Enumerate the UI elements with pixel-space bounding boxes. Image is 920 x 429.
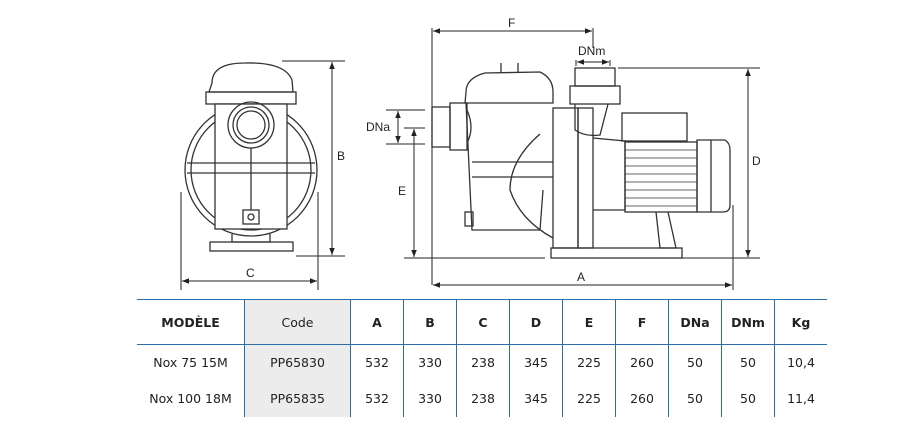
label-E: E bbox=[398, 184, 406, 198]
cell-D: 345 bbox=[509, 344, 563, 381]
dimensions-table: MODÈLE Code A B C D E F DNa DNm Kg Nox 7… bbox=[137, 299, 827, 417]
cell-DNa: 50 bbox=[668, 380, 722, 417]
dimension-E bbox=[404, 127, 545, 259]
header-kg: Kg bbox=[774, 299, 827, 345]
cell-model: Nox 100 18M bbox=[149, 391, 232, 406]
cell-E: 225 bbox=[562, 380, 616, 417]
header-E: E bbox=[562, 299, 616, 345]
dimension-F bbox=[431, 28, 594, 285]
cell-C: 238 bbox=[456, 380, 510, 417]
side-view bbox=[431, 63, 731, 259]
label-DNm: DNm bbox=[578, 44, 605, 58]
cell-D: 345 bbox=[509, 380, 563, 417]
header-code: Code bbox=[244, 299, 351, 345]
header-A: A bbox=[350, 299, 404, 345]
cell-DNm: 50 bbox=[721, 344, 775, 381]
cell-F: 260 bbox=[615, 380, 669, 417]
header-DNm: DNm bbox=[721, 299, 775, 345]
cell-A: 532 bbox=[350, 344, 404, 381]
label-D: D bbox=[752, 154, 761, 168]
cell-B: 330 bbox=[403, 380, 457, 417]
label-C: C bbox=[246, 266, 255, 280]
header-DNa: DNa bbox=[668, 299, 722, 345]
dimension-C bbox=[180, 192, 319, 290]
cell-B: 330 bbox=[403, 344, 457, 381]
label-F: F bbox=[508, 16, 515, 30]
dimension-B bbox=[282, 60, 345, 257]
label-DNa: DNa bbox=[366, 120, 390, 134]
front-view bbox=[184, 62, 318, 252]
header-B: B bbox=[403, 299, 457, 345]
cell-E: 225 bbox=[562, 344, 616, 381]
table-row: Nox 75 15M PP65830 532 330 238 345 225 2… bbox=[137, 344, 827, 381]
cell-DNm: 50 bbox=[721, 380, 775, 417]
cell-code: PP65830 bbox=[244, 344, 351, 381]
cell-kg: 11,4 bbox=[774, 380, 827, 417]
table-row: Nox 100 18M PP65835 532 330 238 345 225 … bbox=[137, 380, 827, 417]
dimension-DNa bbox=[386, 109, 425, 145]
cell-A: 532 bbox=[350, 380, 404, 417]
table-header-row: MODÈLE Code A B C D E F DNa DNm Kg bbox=[137, 299, 827, 345]
cell-F: 260 bbox=[615, 344, 669, 381]
dimension-A bbox=[433, 205, 734, 290]
header-F: F bbox=[615, 299, 669, 345]
cell-code: PP65835 bbox=[244, 380, 351, 417]
dimension-DNm bbox=[575, 59, 611, 66]
label-B: B bbox=[337, 149, 345, 163]
cell-kg: 10,4 bbox=[774, 344, 827, 381]
header-model: MODÈLE bbox=[137, 299, 245, 345]
header-C: C bbox=[456, 299, 510, 345]
header-D: D bbox=[509, 299, 563, 345]
cell-DNa: 50 bbox=[668, 344, 722, 381]
label-A: A bbox=[577, 270, 585, 284]
pump-dimension-drawing: B C bbox=[180, 16, 761, 290]
cell-model: Nox 75 15M bbox=[153, 355, 228, 371]
dimension-D bbox=[618, 67, 760, 259]
cell-C: 238 bbox=[456, 344, 510, 381]
motor-fins bbox=[625, 149, 697, 207]
